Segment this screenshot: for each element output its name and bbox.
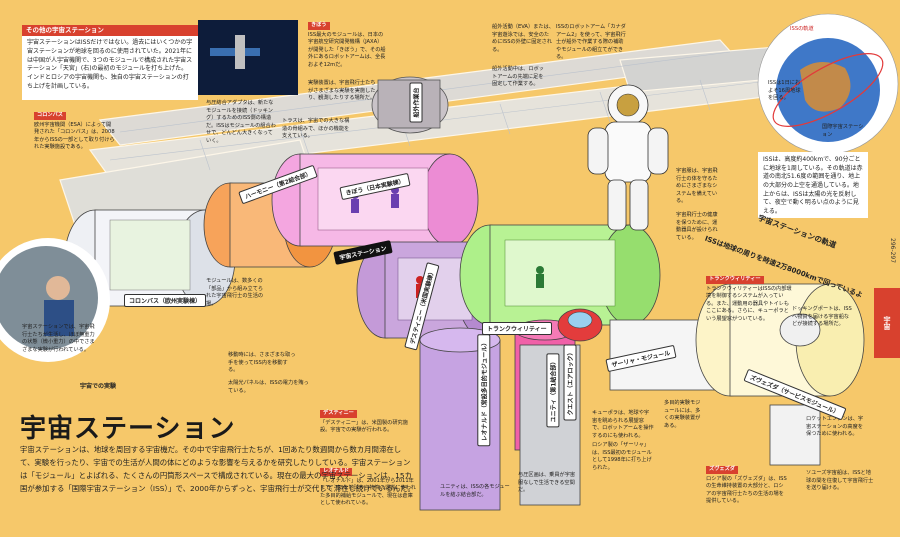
pressure-note: 与圧区画は、乗員が宇宙服なしで生活できる空間だ。 xyxy=(518,472,576,494)
fitness-note: 宇宙飛行士の健康を保つために、運動器具が設けられている。 xyxy=(676,212,718,241)
kibo-annotation: きぼう ISS最大のモジュールは、日本の宇宙航空研究開発機構（JAXA）が開発し… xyxy=(308,22,386,69)
robotarm-note: ISSのロボットアーム「カナダアーム2」を使って、宇宙飛行士が船外で作業する際の… xyxy=(556,24,626,61)
corridor-note: 移動時には、さまざまな取っ手を使ってISS内を移動する。 xyxy=(228,352,296,374)
label-unity: ユニティ（第1結合部） xyxy=(546,353,560,428)
leonardo-annotation: レオナルド 「レオナルド」は、2001年から2011年まで、ISSを地球から物資… xyxy=(320,468,416,508)
destiny-annotation: デスティニー 「デスティニー」は、米国製の研究施設。宇宙での実験が行われる。 xyxy=(320,410,416,435)
arm-note: 船外活動中は、ロボットアームの先端に足を固定して作業する。 xyxy=(492,66,544,88)
section-tab: 宇宙 xyxy=(874,288,900,358)
truss-note: トラスは、宇宙での大きな構造の骨組みで、ほかの機能を支えている。 xyxy=(282,118,350,140)
photo-label: 宇宙での実験 xyxy=(76,380,121,391)
lead-text: 宇宙ステーションは、地球を周回する宇宙機だ。その中で宇宙飛行士たちが、1回あたり… xyxy=(20,445,415,493)
docking-note: ドッキングポートは、ISSへ物資を届ける宇宙船などが接続する場所だ。 xyxy=(792,306,852,328)
other-stations-box: その他の宇宙ステーション 宇宙ステーションはISSだけではない。過去にはいくつか… xyxy=(22,25,198,100)
globe-body-box: ISSは、高度約400kmで、90分ごとに地球を1周している。その軌道は赤道の南… xyxy=(758,152,868,218)
soyuz-note: ソユーズ宇宙船は、ISSと地球の間を往復して宇宙飛行士を送り届ける。 xyxy=(806,470,874,492)
page-number: 296-297 xyxy=(889,238,896,264)
zarya-note: ロシア製の「ザーリャ」は、ISS最初のモジュールとして1998年に打ち上げられた… xyxy=(592,442,652,471)
zvezda-body: ロシア製の「ズヴェズダ」は、ISSの生命維持装置の大部分と、ロシアの宇宙飛行士た… xyxy=(706,475,787,505)
zvezda-module xyxy=(695,283,865,397)
columbus-body: 欧州宇宙機関（ESA）によって開発された「コロンバス」は、2008年からISSの… xyxy=(34,121,115,151)
lower-note: 多目的実験モジュールには、多くの実験装置がある。 xyxy=(664,400,701,429)
label-columbus: コロンバス（欧州実験棟） xyxy=(124,294,207,307)
globe-station-label: 国際宇宙ステーション xyxy=(822,124,864,138)
service-note: ロケットエンジンは、宇宙ステーションの高度を保つために使われる。 xyxy=(806,416,864,438)
tranquility-tag: トランクウィリティー xyxy=(706,276,764,284)
leonardo-body: 「レオナルド」は、2001年から2011年まで、ISSを地球から物資の運搬に使わ… xyxy=(320,477,416,507)
zvezda-tag: ズヴェズダ xyxy=(706,466,738,474)
soyuz-spacecraft xyxy=(769,313,821,466)
columbus-annotation: コロンバス 欧州宇宙機関（ESA）によって開発された「コロンバス」は、2008年… xyxy=(34,112,116,152)
destiny-body: 「デスティニー」は、米国製の研究施設。宇宙での実験が行われる。 xyxy=(320,419,408,434)
kibo-body: ISS最大のモジュールは、日本の宇宙航空研究開発機構（JAXA）が開発した「きぼ… xyxy=(308,31,386,68)
globe-orbit-caption: ISSは1日におよそ16周地球を回る。 xyxy=(768,80,801,102)
leonardo-tag: レオナルド xyxy=(320,468,352,476)
label-leonardo: レオナルド（常設多目的モジュール） xyxy=(477,334,491,447)
module-note: モジュールは、数多くの「部品」から組み立てられた宇宙飛行士の生活の場。 xyxy=(206,278,264,307)
spacewalk-note: 船外活動（EVA）または、宇宙遊泳では、安全のためにISSの外壁に固定される。 xyxy=(492,24,554,53)
cupola xyxy=(557,308,603,342)
tranquility-body: トランクウィリティーはISSの内部環境を制御するシステムが入っている。また、運動… xyxy=(706,285,792,322)
tiangong-photo xyxy=(198,20,298,95)
astronaut-eva xyxy=(587,84,669,231)
page-title: 宇宙ステーション xyxy=(20,414,236,444)
label-tranquility: トランクウィリティー xyxy=(482,322,552,335)
globe-orbit-label: ISSの軌道 xyxy=(790,26,814,32)
kibo-module xyxy=(271,153,479,247)
tranquility-module xyxy=(459,224,661,326)
unity-note: ユニティは、ISSの各モジュールを結ぶ結合部だ。 xyxy=(440,484,510,498)
destiny-tag: デスティニー xyxy=(320,410,357,418)
tranquility-annotation: トランクウィリティー トランクウィリティーはISSの内部環境を制御するシステムが… xyxy=(706,276,792,323)
module-adapter-note: 与圧結合アダプタは、新たなモジュールを接続（ドッキング）するためのISS側の構造… xyxy=(206,100,276,144)
label-logistics: 船外作業台 xyxy=(409,82,423,123)
solar-note: 太陽光パネルは、ISSの電力を賄っている。 xyxy=(228,380,309,394)
kibo-note: 実験装置は、宇宙飛行士たちがさまざまな実験を実施したり、観測したりする場所だ。 xyxy=(308,80,376,102)
earth-globe xyxy=(757,13,899,155)
cupola-note: キューポラは、地球や宇宙を眺められる展望窓で、ロボットアームを操作するのにも使わ… xyxy=(592,410,654,439)
columbus-tag: コロンバス xyxy=(34,112,66,120)
label-quest: クエスト（エアロック） xyxy=(563,344,577,421)
other-stations-body: 宇宙ステーションはISSだけではない。過去にはいくつかの宇宙ステーションが地球を… xyxy=(27,39,193,90)
astronaut-note: 宇宙服は、宇宙飛行士の体を守るためにさまざまなシステムを備えている。 xyxy=(676,168,718,205)
photo-caption: 宇宙ステーションでは、宇宙飛行士たちが生活し、ほぼ無重力の状態（微小重力）の中で… xyxy=(22,324,95,353)
other-stations-heading: その他の宇宙ステーション xyxy=(22,25,198,37)
zvezda-annotation: ズヴェズダ ロシア製の「ズヴェズダ」は、ISSの生命維持装置の大部分と、ロシアの… xyxy=(706,466,788,506)
kibo-tag: きぼう xyxy=(308,22,330,30)
